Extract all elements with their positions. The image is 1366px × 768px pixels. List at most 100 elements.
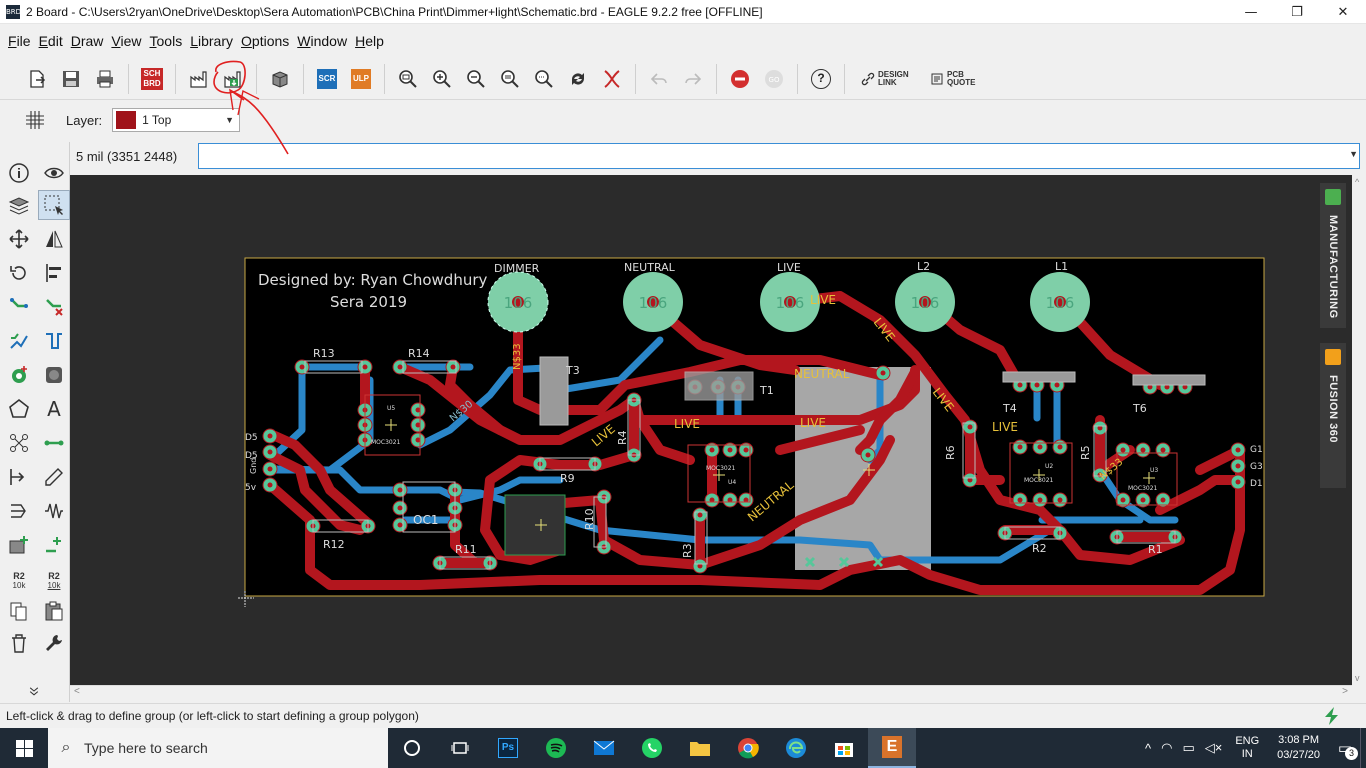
- delete-tool[interactable]: [3, 628, 35, 658]
- meander-tool[interactable]: [38, 326, 70, 356]
- signal-tool[interactable]: [38, 496, 70, 526]
- fusion-360-tab[interactable]: FUSION 360: [1320, 343, 1346, 488]
- add-wire-tool[interactable]: [38, 530, 70, 560]
- zoom-fit-button[interactable]: [393, 64, 423, 94]
- scroll-up-icon[interactable]: ^: [1355, 177, 1360, 187]
- menu-tools[interactable]: Tools: [149, 33, 183, 49]
- ripup-tool[interactable]: [38, 292, 70, 322]
- net-tool[interactable]: [3, 428, 35, 458]
- language-indicator[interactable]: ENG IN: [1235, 735, 1260, 760]
- zoom-in-button[interactable]: [427, 64, 457, 94]
- redo-button[interactable]: [678, 64, 708, 94]
- layer-select[interactable]: 1 Top ▼: [112, 108, 241, 132]
- taskbar-search[interactable]: ⌕ Type here to search: [48, 728, 388, 768]
- photoshop-app[interactable]: Ps: [484, 728, 532, 768]
- line-tool[interactable]: [38, 462, 70, 492]
- via-tool[interactable]: [3, 360, 35, 390]
- zoom-last-button[interactable]: [495, 64, 525, 94]
- cortana-button[interactable]: [388, 728, 436, 768]
- group-tool[interactable]: [38, 190, 70, 220]
- polygon-fill-tool[interactable]: [38, 360, 70, 390]
- horizontal-scrollbar[interactable]: < >: [70, 685, 1352, 699]
- optimize-tool[interactable]: [3, 496, 35, 526]
- dimension-tool[interactable]: [3, 462, 35, 492]
- layer-settings-tool[interactable]: [3, 190, 35, 220]
- manufacturing-tab[interactable]: MANUFACTURING: [1320, 183, 1346, 328]
- mail-app[interactable]: [580, 728, 628, 768]
- sch-brd-switch-button[interactable]: SCH BRD: [137, 64, 167, 94]
- mirror-tool[interactable]: [38, 224, 70, 254]
- show-desktop-button[interactable]: [1360, 728, 1366, 768]
- change-tool[interactable]: [38, 628, 70, 658]
- expand-tools-button[interactable]: [18, 676, 50, 706]
- menu-edit[interactable]: Edit: [38, 33, 63, 49]
- redraw-button[interactable]: [563, 64, 593, 94]
- info-tool[interactable]: [3, 158, 35, 188]
- restore-button[interactable]: ❐: [1291, 4, 1303, 20]
- go-button[interactable]: GO: [759, 64, 789, 94]
- scroll-right-icon[interactable]: >: [1342, 686, 1348, 697]
- add-part-tool[interactable]: [3, 530, 35, 560]
- store-app[interactable]: [820, 728, 868, 768]
- show-tool[interactable]: [38, 158, 70, 188]
- autorouter-tool[interactable]: [3, 326, 35, 356]
- polygon-tool[interactable]: [3, 394, 35, 424]
- wire-tool[interactable]: [38, 428, 70, 458]
- cam-processor-button[interactable]: [184, 64, 214, 94]
- move-tool[interactable]: [3, 224, 35, 254]
- eagle-app[interactable]: E: [868, 728, 916, 768]
- scroll-left-icon[interactable]: <: [74, 686, 80, 697]
- board-canvas[interactable]: 106 106 106 106 106: [70, 175, 1352, 685]
- command-input[interactable]: [198, 143, 1360, 169]
- print-button[interactable]: [90, 64, 120, 94]
- menu-file[interactable]: File: [8, 33, 31, 49]
- zoom-select-button[interactable]: [529, 64, 559, 94]
- text-tool[interactable]: A: [38, 394, 70, 424]
- script-button[interactable]: SCR: [312, 64, 342, 94]
- help-button[interactable]: ?: [806, 64, 836, 94]
- menu-library[interactable]: Library: [190, 33, 234, 49]
- menu-help[interactable]: Help: [355, 33, 384, 49]
- close-button[interactable]: ✕: [1337, 4, 1349, 20]
- save-button[interactable]: [56, 64, 86, 94]
- align-tool[interactable]: [38, 258, 70, 288]
- ulp-button[interactable]: ULP: [346, 64, 376, 94]
- menu-draw[interactable]: Draw: [70, 33, 104, 49]
- chevron-up-icon[interactable]: ^: [1144, 740, 1152, 756]
- task-view-button[interactable]: [436, 728, 484, 768]
- minimize-button[interactable]: —: [1244, 4, 1258, 20]
- pcb-board-view[interactable]: 106 106 106 106 106: [70, 175, 1352, 685]
- scroll-down-icon[interactable]: v: [1355, 673, 1360, 683]
- notifications-button[interactable]: ▭ 3: [1330, 728, 1360, 768]
- vertical-scrollbar[interactable]: ^ v: [1352, 175, 1366, 685]
- stop-button[interactable]: [725, 64, 755, 94]
- manufacturing-preview-button[interactable]: [218, 64, 248, 94]
- rotate-tool[interactable]: [3, 258, 35, 288]
- grid-button[interactable]: [20, 105, 50, 135]
- start-button[interactable]: [0, 728, 48, 768]
- wifi-icon[interactable]: ◠: [1161, 740, 1173, 755]
- copy-tool[interactable]: [3, 596, 35, 626]
- paste-tool[interactable]: [38, 596, 70, 626]
- menu-window[interactable]: Window: [297, 33, 348, 49]
- menu-view[interactable]: View: [111, 33, 142, 49]
- volume-muted-icon[interactable]: ◁×: [1204, 740, 1223, 755]
- edge-app[interactable]: [772, 728, 820, 768]
- undo-button[interactable]: [644, 64, 674, 94]
- route-tool[interactable]: [3, 292, 35, 322]
- zoom-out-button[interactable]: [461, 64, 491, 94]
- chrome-app[interactable]: [724, 728, 772, 768]
- 3d-package-button[interactable]: [265, 64, 295, 94]
- file-explorer-app[interactable]: [676, 728, 724, 768]
- battery-icon[interactable]: ▭: [1182, 740, 1195, 755]
- open-button[interactable]: [22, 64, 52, 94]
- menu-options[interactable]: Options: [241, 33, 290, 49]
- spotify-app[interactable]: [532, 728, 580, 768]
- clock[interactable]: 3:08 PM 03/27/20: [1277, 733, 1320, 763]
- lightning-icon[interactable]: [1322, 706, 1342, 726]
- command-history-dropdown-icon[interactable]: ▼: [1349, 149, 1358, 159]
